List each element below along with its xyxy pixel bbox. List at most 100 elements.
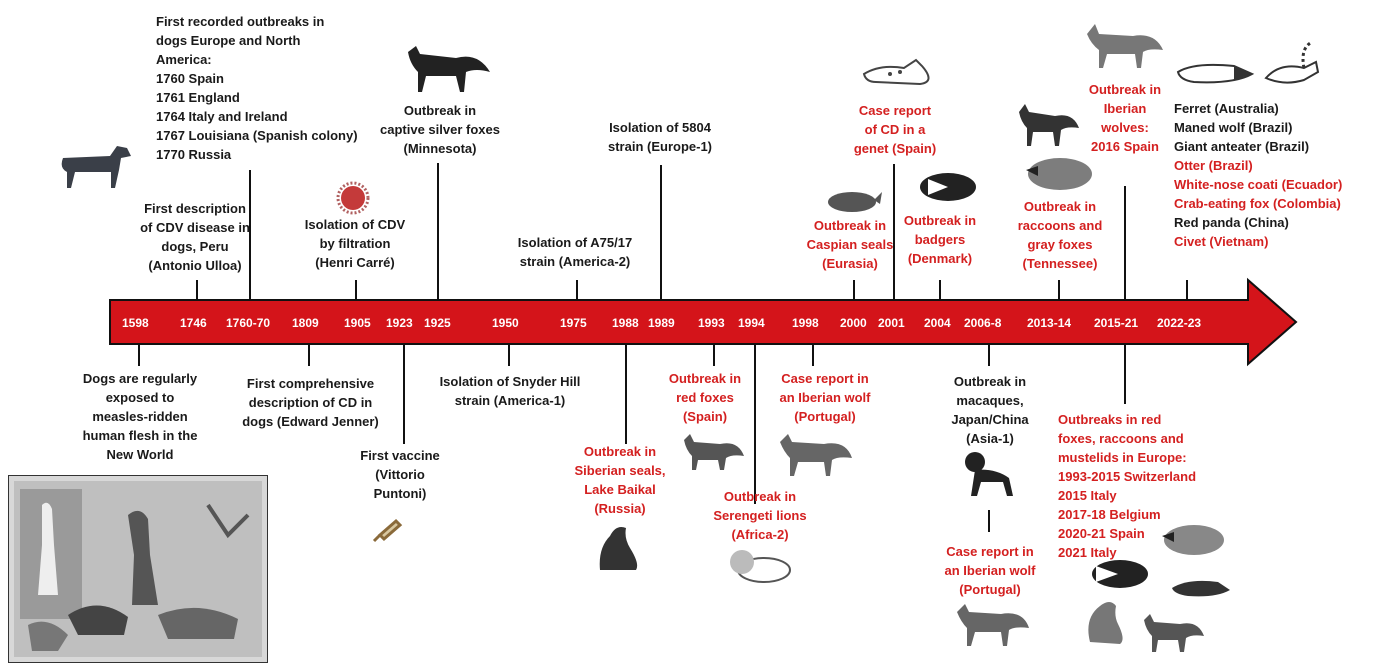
connector-2015-top bbox=[1124, 186, 1126, 300]
event-1760-70-line: America: bbox=[156, 52, 212, 67]
event-1975-line: strain (America-2) bbox=[519, 254, 631, 269]
year-label: 2004 bbox=[924, 316, 951, 330]
year-label: 1760-70 bbox=[226, 316, 271, 330]
year-label: 2000 bbox=[840, 316, 867, 330]
seal-baikal-icon bbox=[599, 527, 638, 570]
event-2006-8-b-line: Case report in bbox=[946, 544, 1034, 559]
event-1994-line: Serengeti lions bbox=[713, 508, 807, 523]
event-2013-14-line: Outbreak in bbox=[1023, 199, 1097, 214]
event-1905-line: by filtration bbox=[319, 236, 391, 251]
event-1988-line: Siberian seals, bbox=[574, 463, 666, 478]
event-1923-line: Puntoni) bbox=[373, 486, 427, 501]
wolf-icon bbox=[780, 434, 852, 476]
connector-1988 bbox=[625, 344, 627, 444]
year-label: 1998 bbox=[792, 316, 819, 330]
connector-2000 bbox=[853, 280, 855, 300]
historical-engraving-image bbox=[8, 475, 268, 663]
otter-icon bbox=[1088, 602, 1123, 644]
year-label: 1994 bbox=[738, 316, 765, 330]
event-2022-23-line: Otter (Brazil) bbox=[1174, 158, 1253, 173]
connector-1925 bbox=[437, 163, 439, 300]
event-2004-line: Outbreak in bbox=[903, 213, 977, 228]
event-2015-21-top-line: Outbreak in bbox=[1088, 82, 1162, 97]
event-1760-70-line: 1760 Spain bbox=[156, 71, 224, 86]
dog-icon bbox=[61, 146, 131, 188]
event-1988-line: (Russia) bbox=[594, 501, 646, 516]
connector-1598 bbox=[138, 344, 140, 366]
event-1809-line: dogs (Edward Jenner) bbox=[242, 414, 379, 429]
event-1905-line: (Henri Carré) bbox=[315, 255, 395, 270]
event-1746-line: of CDV disease in bbox=[140, 220, 250, 235]
year-label: 2015-21 bbox=[1094, 316, 1139, 330]
event-1746-line: (Antonio Ulloa) bbox=[148, 258, 242, 273]
event-1905-line: Isolation of CDV bbox=[304, 217, 406, 232]
connector-1998 bbox=[812, 344, 814, 366]
event-2000-line: (Eurasia) bbox=[822, 256, 878, 271]
event-2022-23-line: Giant anteater (Brazil) bbox=[1174, 139, 1310, 154]
event-2015-21-bottom-line: 2015 Italy bbox=[1058, 488, 1117, 503]
event-2013-14-line: gray foxes bbox=[1027, 237, 1093, 252]
fox-europe-icon bbox=[1144, 614, 1204, 652]
coati-icon bbox=[1264, 40, 1320, 84]
connector-1975 bbox=[576, 280, 578, 300]
connector-2001 bbox=[893, 164, 895, 300]
event-2001-line: genet (Spain) bbox=[853, 141, 937, 156]
event-2001-line: of CD in a bbox=[864, 122, 926, 137]
iberian-wolf-icon bbox=[1087, 24, 1163, 68]
event-1998-line: an Iberian wolf bbox=[779, 390, 871, 405]
event-1760-70-line: 1767 Louisiana (Spanish colony) bbox=[156, 128, 358, 143]
event-1760-70-line: dogs Europe and North bbox=[156, 33, 301, 48]
year-label: 2022-23 bbox=[1157, 316, 1202, 330]
event-2013-14-line: raccoons and bbox=[1017, 218, 1103, 233]
event-2015-21-bottom-line: 1993-2015 Switzerland bbox=[1058, 469, 1197, 484]
event-2004-line: badgers bbox=[914, 232, 966, 247]
event-1950-line: Isolation of Snyder Hill bbox=[439, 374, 581, 389]
event-2015-21-bottom-line: 2017-18 Belgium bbox=[1058, 507, 1161, 522]
event-2022-23: Ferret (Australia)Maned wolf (Brazil)Gia… bbox=[1174, 99, 1374, 251]
year-label: 1993 bbox=[698, 316, 725, 330]
event-2000-line: Caspian seals bbox=[806, 237, 894, 252]
event-2006-8-b-line: an Iberian wolf bbox=[944, 563, 1036, 578]
connector-2015-bot bbox=[1124, 344, 1126, 404]
connector-1989 bbox=[660, 165, 662, 300]
event-2015-21-bottom-line: mustelids in Europe: bbox=[1058, 450, 1187, 465]
year-label: 2001 bbox=[878, 316, 905, 330]
event-2015-21-top-line: wolves: bbox=[1101, 120, 1149, 135]
connector-1905 bbox=[355, 280, 357, 300]
connector-2006-b bbox=[988, 510, 990, 532]
event-1598-line: New World bbox=[106, 447, 174, 462]
event-1998-line: (Portugal) bbox=[794, 409, 856, 424]
connector-1746 bbox=[196, 280, 198, 300]
connector-1993 bbox=[713, 344, 715, 366]
mustelid-icon bbox=[1172, 580, 1230, 597]
event-2006-8-line: macaques, bbox=[956, 393, 1024, 408]
event-1598-line: human flesh in the bbox=[82, 428, 198, 443]
connector-1950 bbox=[508, 344, 510, 366]
genet-icon bbox=[862, 58, 930, 86]
event-2013-14-line: (Tennessee) bbox=[1022, 256, 1098, 271]
event-1746-line: First description bbox=[144, 201, 246, 216]
year-label: 1809 bbox=[292, 316, 319, 330]
wolf-portugal-icon bbox=[957, 604, 1029, 646]
lion-icon bbox=[730, 550, 791, 583]
event-1598-line: Dogs are regularly bbox=[82, 371, 198, 386]
year-label: 1746 bbox=[180, 316, 207, 330]
event-1998-line: Case report in bbox=[781, 371, 869, 386]
event-2015-21-top-line: 2016 Spain bbox=[1091, 139, 1159, 154]
year-label: 2006-8 bbox=[964, 316, 1002, 330]
raccoon-icon bbox=[1026, 158, 1092, 190]
event-1925-line: Outbreak in bbox=[403, 103, 477, 118]
event-1598-line: measles-ridden bbox=[92, 409, 188, 424]
event-2022-23-line: Ferret (Australia) bbox=[1174, 101, 1279, 116]
badger-europe-icon bbox=[1092, 560, 1148, 588]
